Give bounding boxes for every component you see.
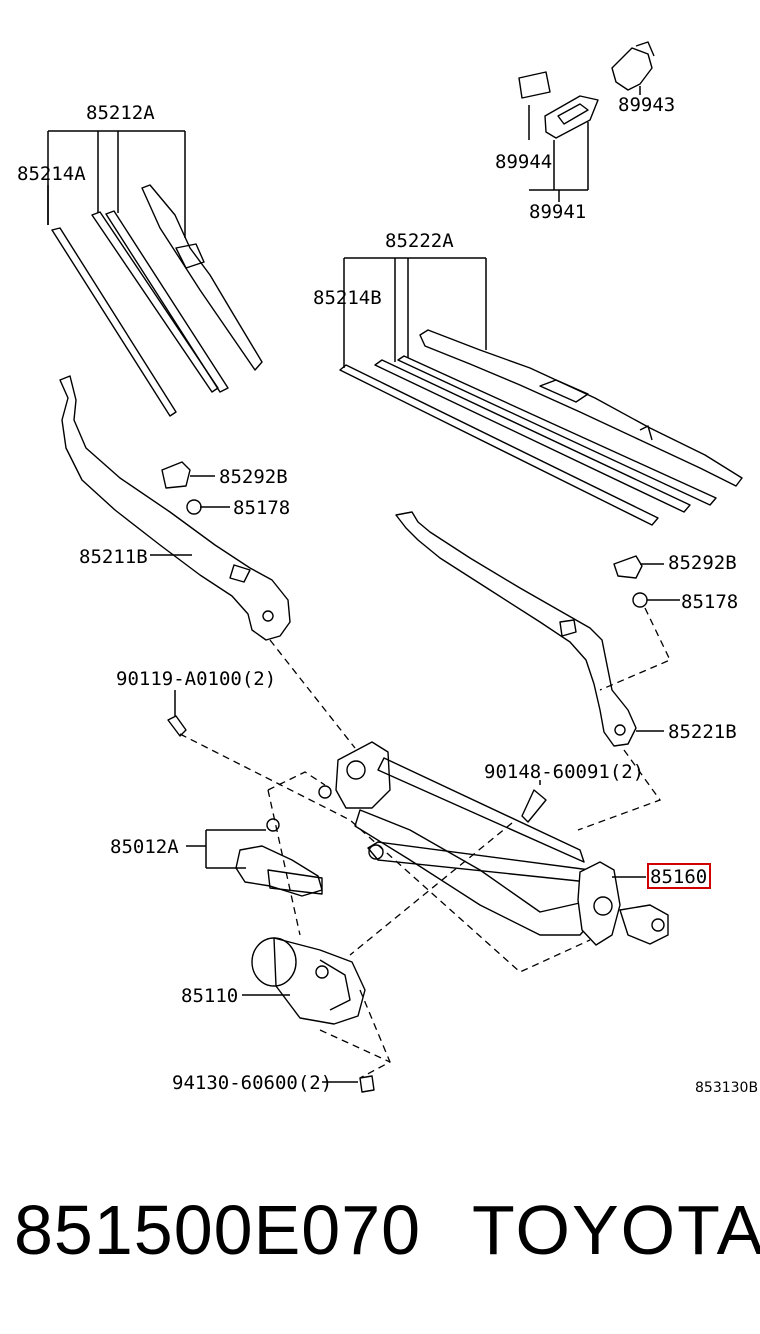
label-85292B-right: 85292B xyxy=(668,552,737,574)
label-90148: 90148-60091(2) xyxy=(484,761,644,783)
label-85211B: 85211B xyxy=(79,546,148,568)
label-85012A: 85012A xyxy=(110,836,179,858)
left-arm xyxy=(59,375,291,641)
parts-diagram: 85212A 85214A 89943 89944 89941 85222A 8… xyxy=(17,41,758,1096)
label-89943: 89943 xyxy=(618,94,675,116)
wiper-motor xyxy=(242,937,366,1025)
left-blade-set xyxy=(47,130,263,417)
assembly-lines xyxy=(179,607,671,1079)
diagram-reference: 853130B xyxy=(695,1080,758,1096)
adapter-parts xyxy=(518,41,655,202)
highlight-box-85160 xyxy=(647,863,711,889)
label-85178-right: 85178 xyxy=(681,591,738,613)
part-number: 851500E070 xyxy=(14,1191,422,1269)
label-85222A: 85222A xyxy=(385,230,454,252)
label-85212A: 85212A xyxy=(86,102,155,124)
label-89944: 89944 xyxy=(495,151,552,173)
label-85214A: 85214A xyxy=(17,163,86,185)
label-90119: 90119-A0100(2) xyxy=(116,668,276,690)
label-85110: 85110 xyxy=(181,985,238,1007)
label-85292B-left: 85292B xyxy=(219,466,288,488)
label-89941: 89941 xyxy=(529,201,586,223)
footer: 851500E070 TOYOTA xyxy=(0,1180,760,1300)
label-85178-left: 85178 xyxy=(233,497,290,519)
label-85221B: 85221B xyxy=(668,721,737,743)
brand-name: TOYOTA xyxy=(472,1191,760,1269)
label-85160: 85160 xyxy=(650,866,707,888)
label-85214B: 85214B xyxy=(313,287,382,309)
bushing-parts xyxy=(186,818,323,897)
label-94130: 94130-60600(2) xyxy=(172,1072,332,1094)
right-arm xyxy=(395,511,680,747)
right-blade-set xyxy=(339,257,743,526)
bolts xyxy=(167,690,646,1093)
wiper-linkage xyxy=(318,741,669,946)
